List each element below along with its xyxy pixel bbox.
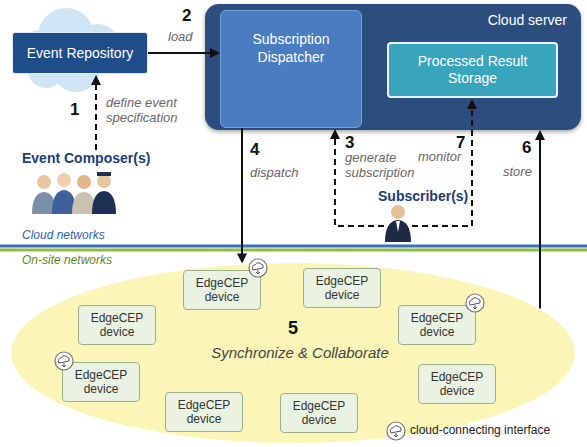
device-label: EdgeCEP device bbox=[84, 311, 150, 340]
cloud-connecting-glyph bbox=[58, 263, 480, 437]
device-box: EdgeCEP device bbox=[280, 393, 358, 433]
region-label: Synchronize & Collaborate bbox=[211, 344, 389, 361]
subscriber-figure bbox=[385, 205, 411, 242]
device-box: EdgeCEP device bbox=[398, 305, 476, 345]
device-box: EdgeCEP device bbox=[303, 268, 381, 308]
connector bbox=[539, 138, 541, 309]
annotation-label: Subscriber(s) bbox=[378, 188, 468, 204]
callout-number: 2 bbox=[182, 6, 191, 26]
device-label: EdgeCEP device bbox=[404, 311, 470, 340]
connector bbox=[148, 52, 212, 54]
callout-number: 5 bbox=[288, 318, 298, 339]
arrowhead bbox=[237, 253, 247, 263]
device-label: EdgeCEP device bbox=[68, 368, 134, 397]
network-region: 5Synchronize & CollaborateEdgeCEP device… bbox=[10, 262, 576, 444]
device-box: EdgeCEP device bbox=[183, 270, 261, 310]
edge-label: load bbox=[168, 30, 193, 45]
device-box: EdgeCEP device bbox=[418, 364, 496, 404]
device-label: EdgeCEP device bbox=[189, 276, 255, 305]
event-composer-figures bbox=[32, 172, 116, 214]
arrowhead bbox=[535, 130, 545, 140]
connector bbox=[241, 128, 243, 255]
box-label: Event Repository bbox=[27, 45, 134, 62]
device-box: EdgeCEP device bbox=[62, 362, 140, 402]
onsite-network-line bbox=[0, 249, 587, 252]
callout-number: 6 bbox=[522, 138, 531, 158]
device-label: EdgeCEP device bbox=[309, 274, 375, 303]
callout-number: 4 bbox=[250, 140, 259, 160]
edge-label: store bbox=[503, 165, 532, 180]
callout-number: 1 bbox=[70, 100, 79, 120]
cloud-connecting-icon bbox=[55, 259, 484, 440]
device-label: EdgeCEP device bbox=[286, 399, 352, 428]
device-label: EdgeCEP device bbox=[171, 398, 237, 427]
cloud-network-line bbox=[0, 245, 587, 248]
server-panel: Cloud serverSubscription DispatcherProce… bbox=[205, 4, 581, 130]
device-box: EdgeCEP device bbox=[78, 305, 156, 345]
device-label: EdgeCEP device bbox=[424, 370, 490, 399]
arrowhead bbox=[210, 48, 220, 58]
box-label: Processed Result Storage bbox=[408, 53, 538, 87]
annotation-label: Event Composer(s) bbox=[22, 150, 150, 166]
process-box: Processed Result Storage bbox=[387, 42, 558, 98]
annotation-label: define event specification bbox=[106, 96, 201, 126]
process-box: Event Repository bbox=[12, 32, 148, 74]
annotation-label: Cloud networks bbox=[22, 229, 105, 243]
callout-number: 3 bbox=[345, 133, 354, 153]
device-box: EdgeCEP device bbox=[165, 392, 243, 432]
panel-title: Cloud server bbox=[488, 12, 567, 28]
region-ellipse bbox=[11, 263, 575, 443]
annotation-label: On-site networks bbox=[22, 254, 112, 268]
dashed-arrowhead bbox=[91, 75, 477, 139]
annotation-label: monitor bbox=[418, 150, 461, 165]
legend-label: cloud-connecting interface bbox=[410, 424, 550, 438]
box-label: Subscription Dispatcher bbox=[231, 31, 351, 66]
process-box: Subscription Dispatcher bbox=[220, 10, 362, 128]
dashed-arrow bbox=[96, 84, 472, 226]
edge-label: dispatch bbox=[250, 166, 298, 181]
